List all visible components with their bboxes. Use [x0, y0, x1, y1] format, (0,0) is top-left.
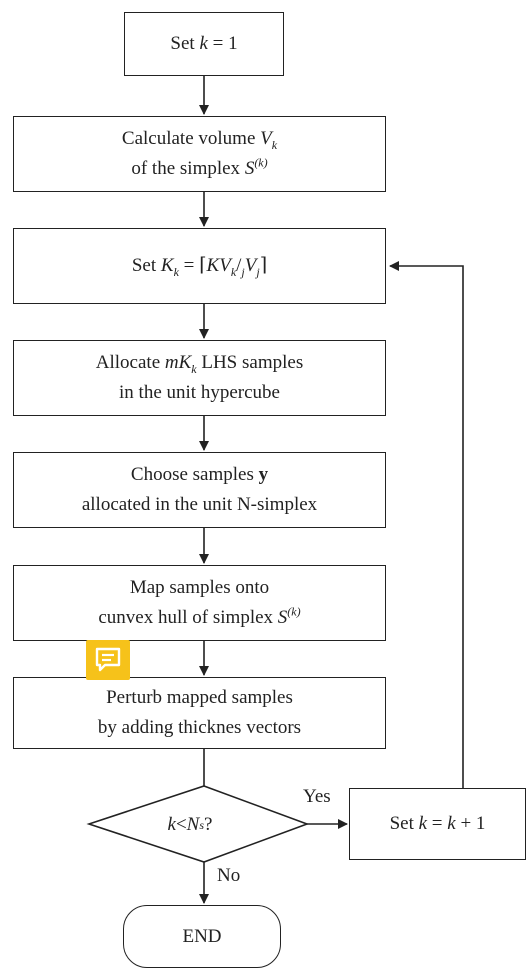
comment-icon[interactable]	[86, 640, 130, 680]
loop-back-line	[389, 261, 464, 788]
map-samples-box: Map samples onto cunvex hull of simplex …	[13, 565, 386, 641]
end-terminal: END	[123, 905, 281, 968]
no-label: No	[217, 865, 241, 886]
set-kk-box: Set Kk = ⌈KVk/jVj⌉	[13, 228, 386, 304]
allocate-samples-box: Allocate mKk LHS samples in the unit hyp…	[13, 340, 386, 416]
perturb-samples-box: Perturb mapped samples by adding thickne…	[13, 677, 386, 749]
comment-glyph	[95, 647, 121, 672]
calculate-volume-box: Calculate volume Vk of the simplex S(k)	[13, 116, 386, 192]
yes-label: Yes	[303, 786, 331, 807]
set-k-box: Set k = 1	[124, 12, 284, 76]
increment-k-box: Set k = k + 1	[349, 788, 526, 860]
choose-samples-box: Choose samples y allocated in the unit N…	[13, 452, 386, 528]
